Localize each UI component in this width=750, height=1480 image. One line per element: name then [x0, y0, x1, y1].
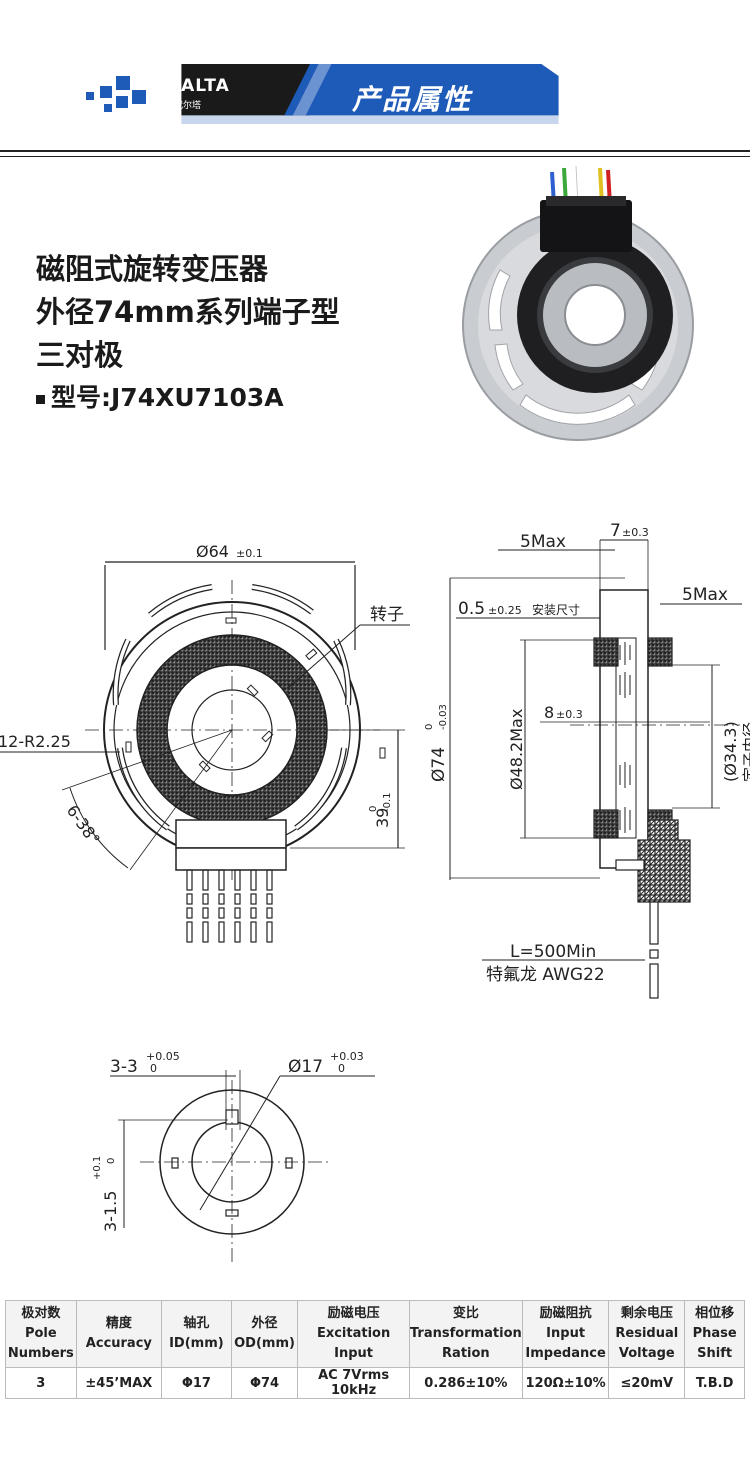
dim-height: 39 [373, 808, 392, 828]
side-view-drawing: 5Max 7 ±0.3 5Max 0.5 ±0.25 安装尺寸 Ø74 0 -0… [424, 521, 750, 999]
dim-width: 7 [610, 521, 621, 541]
cell-residual: ≤20mV [608, 1367, 686, 1399]
dim-gap: 0.5 [458, 599, 485, 619]
section-title: 产品属性 [352, 83, 473, 116]
decor-square [104, 104, 112, 112]
dim-angle: 6-38° [63, 801, 104, 848]
dim-od64-tol: ±0.1 [236, 547, 263, 560]
wire-length: L=500Min [510, 942, 596, 962]
product-model-text: 型号:J74XU7103A [51, 383, 284, 412]
dim-od74-tol-upper: 0 [424, 724, 435, 730]
dim-8-tol: ±0.3 [556, 708, 583, 721]
bullet-icon [36, 394, 45, 404]
divider [0, 150, 750, 152]
dim-5max-right: 5Max [682, 585, 728, 605]
dim-8: 8 [544, 703, 554, 722]
cell-transformation: 0.286±10% [408, 1367, 523, 1399]
product-model: 型号:J74XU7103A [36, 378, 284, 414]
title-banner [181, 64, 559, 124]
dim-5max-left: 5Max [520, 532, 566, 552]
dim-slots: 12-R2.25 [0, 732, 71, 751]
dim-keys-tol-upper: +0.05 [146, 1050, 180, 1063]
label-rotor: 转子 [370, 605, 404, 625]
dim-keydepth: 3-1.5 [101, 1191, 120, 1232]
page-header: DALTA 代尔塔 产品属性 [0, 0, 750, 160]
cell-accuracy: ±45’MAX [75, 1367, 163, 1399]
dim-bore-tol-lower: 0 [338, 1062, 345, 1075]
dim-height-tol-upper: 0 [368, 806, 379, 812]
front-view-drawing: Ø64 ±0.1 转子 12-R2.25 [0, 542, 410, 943]
dim-keys-tol-lower: 0 [150, 1062, 157, 1075]
dim-keydepth-tol-upper: +0.1 [92, 1156, 103, 1180]
rotor-detail-drawing: 3-3 +0.05 0 Ø17 +0.03 0 3-1.5 +0.1 0 [92, 1050, 375, 1265]
brand-logo: DALTA [166, 76, 230, 96]
dim-bore: Ø17 [288, 1057, 323, 1077]
decor-square [116, 96, 128, 108]
wire-type: 特氟龙 AWG22 [486, 965, 605, 985]
cell-impedance: 120Ω±10% [521, 1367, 610, 1399]
product-title-line3: 三对极 [36, 338, 124, 372]
table-row: 3 ±45’MAX Φ17 Φ74 AC 7Vrms 10kHz 0.286±1… [5, 1367, 745, 1399]
dim-gap-note: 安装尺寸 [532, 602, 580, 617]
dim-od64: Ø64 [196, 542, 229, 561]
dim-bore-tol-upper: +0.03 [330, 1050, 364, 1063]
dim-width-tol: ±0.3 [622, 526, 649, 539]
decor-square [116, 76, 130, 90]
dim-gap-tol: ±0.25 [488, 604, 522, 617]
decor-square [100, 86, 112, 98]
dim-od74-tol-lower: -0.03 [438, 704, 449, 730]
cell-od: Φ74 [230, 1367, 299, 1399]
dim-od74: Ø74 [429, 747, 449, 782]
brand-logo-subtitle: 代尔塔 [174, 101, 202, 111]
dim-keys: 3-3 [110, 1057, 138, 1077]
decor-square [86, 92, 94, 100]
dim-keydepth-tol-lower: 0 [106, 1158, 117, 1164]
cell-pole-numbers: 3 [5, 1367, 77, 1399]
dim-34: (Ø34.3) [721, 721, 740, 782]
dim-48: Ø48.2Max [507, 709, 526, 790]
product-title-line1: 磁阻式旋转变压器 [36, 252, 269, 286]
dim-34-note: 定子内径 [741, 722, 750, 782]
cell-excitation: AC 7Vrms 10kHz [297, 1367, 410, 1399]
cell-phase: T.B.D [684, 1367, 745, 1399]
divider [0, 156, 750, 157]
product-title-line2: 外径74mm系列端子型 [36, 295, 340, 329]
product-photo [462, 165, 694, 441]
decor-square [132, 90, 146, 104]
dim-height-tol-lower: -0.1 [382, 792, 393, 812]
cell-id: Φ17 [161, 1367, 232, 1399]
